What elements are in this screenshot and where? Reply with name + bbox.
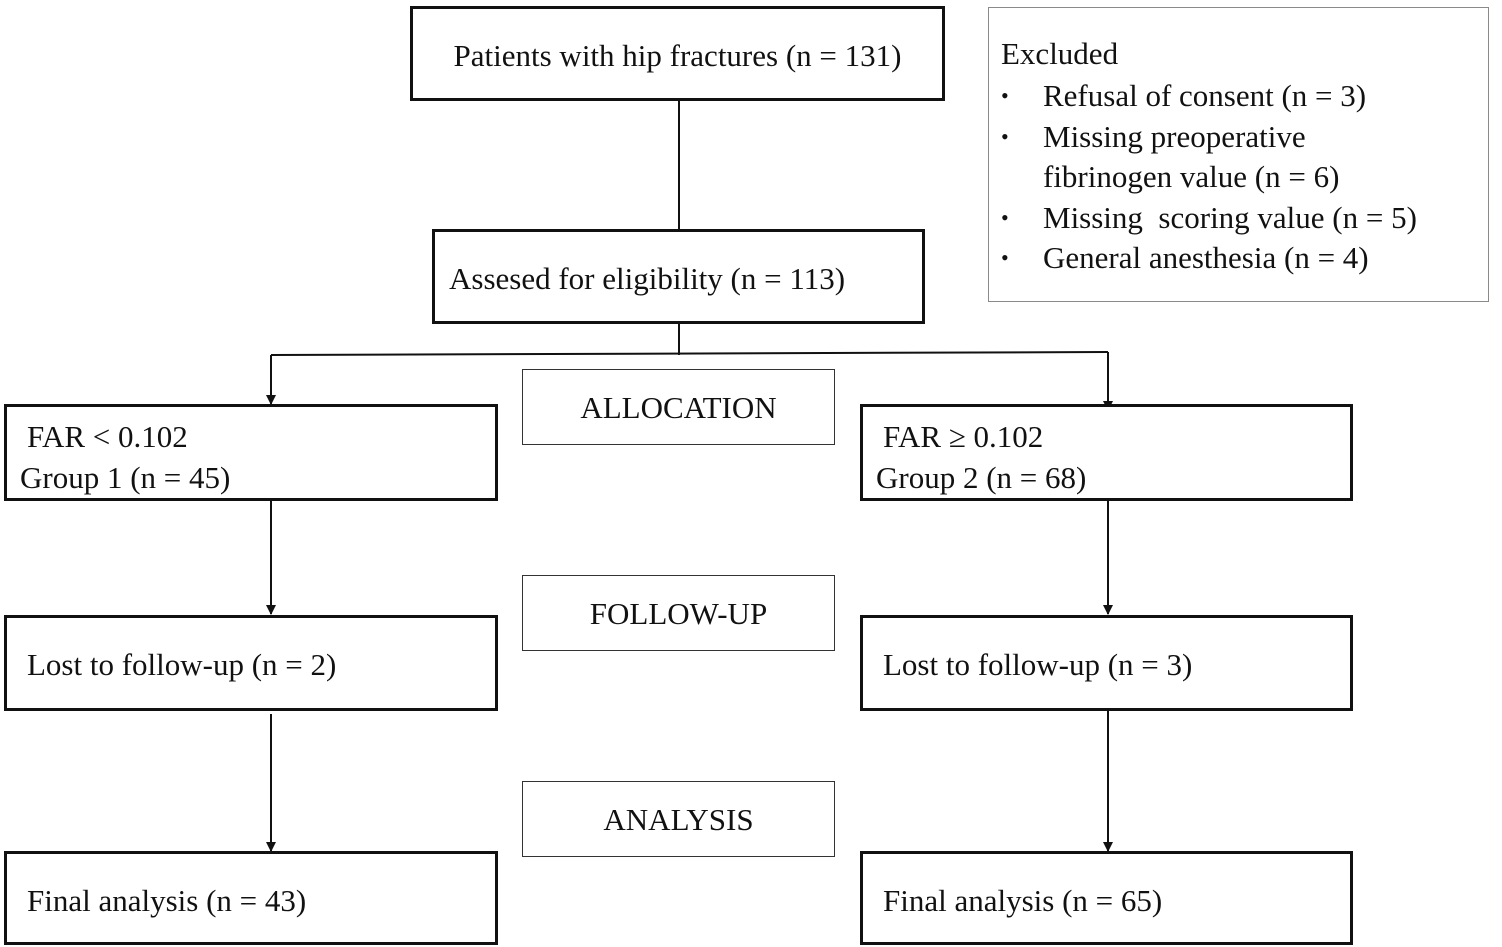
excluded-item: General anesthesia (n = 4) bbox=[1001, 238, 1471, 279]
phase-allocation-label: ALLOCATION bbox=[580, 390, 777, 425]
group2-criterion: FAR ≥ 0.102 bbox=[883, 419, 1044, 454]
group1-lost-label: Lost to follow-up (n = 2) bbox=[27, 647, 337, 682]
group2-final-label: Final analysis (n = 65) bbox=[883, 883, 1163, 918]
phase-allocation-box: ALLOCATION bbox=[522, 369, 835, 445]
patients-label: Patients with hip fractures (n = 131) bbox=[453, 38, 902, 73]
excluded-item: Refusal of consent (n = 3) bbox=[1001, 76, 1471, 117]
group2-box: FAR ≥ 0.102 Group 2 (n = 68) bbox=[860, 404, 1353, 501]
group1-box: FAR < 0.102 Group 1 (n = 45) bbox=[4, 404, 498, 501]
group1-lost-box: Lost to follow-up (n = 2) bbox=[4, 615, 498, 711]
group2-lost-box: Lost to follow-up (n = 3) bbox=[860, 615, 1353, 711]
assessed-box: Assesed for eligibility (n = 113) bbox=[432, 229, 925, 324]
group1-criterion: FAR < 0.102 bbox=[27, 419, 188, 454]
excluded-box: Excluded Refusal of consent (n = 3) Miss… bbox=[988, 7, 1489, 302]
patients-box: Patients with hip fractures (n = 131) bbox=[410, 6, 945, 101]
group2-name: Group 2 (n = 68) bbox=[876, 460, 1087, 495]
assessed-label: Assesed for eligibility (n = 113) bbox=[449, 261, 846, 296]
phase-followup-label: FOLLOW-UP bbox=[589, 596, 768, 631]
excluded-list: Refusal of consent (n = 3) Missing preop… bbox=[1001, 76, 1471, 279]
excluded-item: Missing preoperative fibrinogen value (n… bbox=[1001, 117, 1373, 198]
group2-lost-label: Lost to follow-up (n = 3) bbox=[883, 647, 1193, 682]
split-horizontal-line bbox=[270, 351, 1109, 356]
excluded-item: Missing scoring value (n = 5) bbox=[1001, 198, 1471, 239]
phase-analysis-label: ANALYSIS bbox=[603, 802, 754, 837]
phase-analysis-box: ANALYSIS bbox=[522, 781, 835, 857]
group1-final-label: Final analysis (n = 43) bbox=[27, 883, 307, 918]
group1-final-box: Final analysis (n = 43) bbox=[4, 851, 498, 945]
group1-name: Group 1 (n = 45) bbox=[20, 460, 231, 495]
group2-final-box: Final analysis (n = 65) bbox=[860, 851, 1353, 945]
phase-followup-box: FOLLOW-UP bbox=[522, 575, 835, 651]
excluded-title: Excluded bbox=[1001, 36, 1119, 71]
